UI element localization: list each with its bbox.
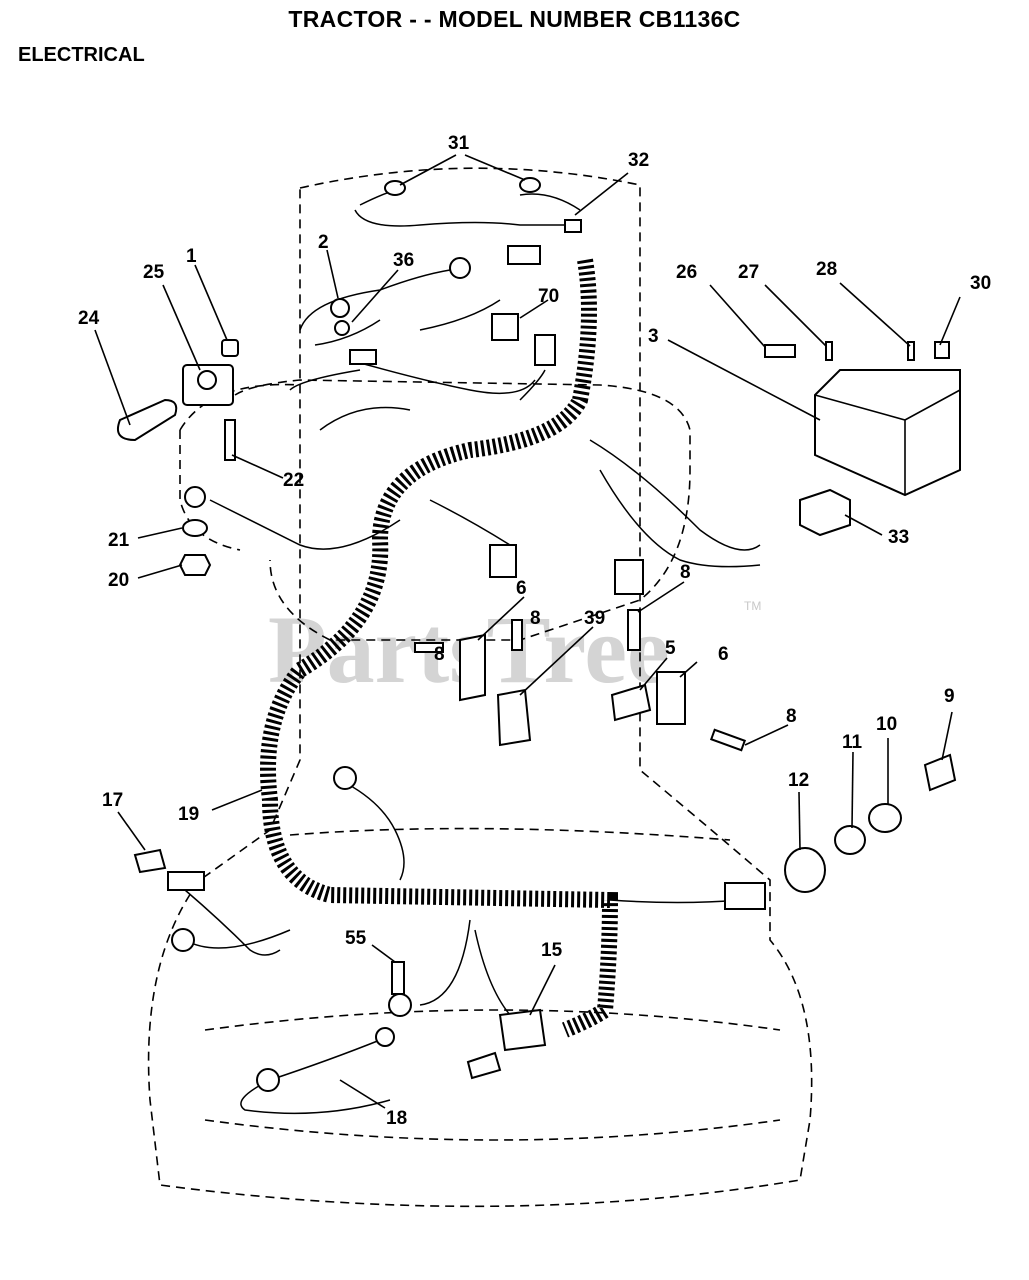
- callout-5: 5: [665, 638, 676, 659]
- fuse-holder: [167, 871, 205, 891]
- connector-12: [724, 882, 766, 910]
- battery-edges: [814, 389, 961, 495]
- callout-33: 33: [888, 527, 909, 548]
- ring-terminal-18b: [256, 1068, 280, 1092]
- nut-30: [934, 341, 950, 359]
- wiring: [184, 189, 761, 1115]
- terminal-ring-2: [330, 298, 350, 318]
- solenoid-terminal: [197, 370, 217, 390]
- tractor-outline: [147, 167, 813, 1208]
- bezel-10: [868, 803, 902, 833]
- callout-31: 31: [448, 133, 470, 154]
- terminal-ring-lower: [184, 486, 206, 508]
- harness-plug-32: [564, 219, 582, 233]
- callout-11: 11: [842, 732, 863, 753]
- callout-30: 30: [970, 273, 991, 294]
- callout-28: 28: [816, 259, 837, 280]
- bolt-8d: [709, 728, 747, 752]
- ring-terminal-55: [388, 993, 412, 1017]
- bolt-55: [391, 961, 405, 995]
- callout-6b: 6: [718, 644, 729, 665]
- ring-terminal-19: [333, 766, 357, 790]
- switch-33: [799, 488, 851, 537]
- washer-27: [825, 341, 833, 361]
- callout-2: 2: [318, 232, 329, 253]
- callout-21: 21: [108, 530, 130, 551]
- callout-8c: 8: [680, 562, 691, 583]
- bolt-8c: [627, 609, 641, 651]
- callout-10: 10: [876, 714, 897, 735]
- leader-lines: [94, 154, 961, 1109]
- callout-36: 36: [393, 250, 414, 271]
- parts: [116, 177, 961, 1092]
- watermark-tm: TM: [744, 599, 761, 613]
- callout-39: 39: [584, 608, 605, 629]
- callout-20: 20: [108, 570, 129, 591]
- key-9: [923, 753, 957, 792]
- callout-3: 3: [648, 326, 659, 347]
- callout-17: 17: [102, 790, 123, 811]
- bolt-22: [224, 419, 236, 461]
- terminal-ring-2b: [334, 320, 350, 336]
- nut-1: [221, 339, 239, 357]
- connector-15: [466, 1051, 502, 1080]
- callout-8b: 8: [530, 608, 541, 629]
- terminal-ring-36: [449, 257, 471, 279]
- fuse-17: [133, 848, 167, 874]
- nut-20: [178, 554, 212, 576]
- callouts: 31 32 2 36 70 25 1 24 26 27 28 30 3 22 2…: [78, 133, 991, 1129]
- bracket-39: [496, 688, 532, 747]
- callout-55: 55: [345, 928, 367, 949]
- bolt-26: [764, 344, 796, 358]
- lamp-bulb-right: [519, 177, 541, 193]
- callout-19: 19: [178, 804, 199, 825]
- harness-coil: [260, 258, 619, 1038]
- connector-center: [489, 544, 517, 578]
- connector-plug: [534, 334, 556, 366]
- callout-12: 12: [788, 770, 809, 791]
- callout-25: 25: [143, 262, 165, 283]
- callout-9: 9: [944, 686, 955, 707]
- ignition-switch-12: [784, 847, 826, 893]
- callout-22: 22: [283, 470, 304, 491]
- callout-1: 1: [186, 246, 197, 267]
- boot-24: [116, 398, 178, 442]
- washer-21: [182, 519, 208, 537]
- connector-left: [349, 349, 377, 365]
- callout-15: 15: [541, 940, 563, 961]
- bracket-small: [459, 633, 486, 702]
- bolt-8b: [511, 619, 523, 651]
- callout-27: 27: [738, 262, 759, 283]
- bracket-5: [610, 683, 652, 722]
- bolt-8a: [414, 642, 444, 653]
- connector-70: [491, 313, 519, 341]
- washer-28: [907, 341, 915, 361]
- section-title: ELECTRICAL: [18, 44, 145, 66]
- connector-right: [614, 559, 644, 595]
- callout-8d: 8: [786, 706, 797, 727]
- callout-18: 18: [386, 1108, 407, 1129]
- battery-3: [814, 369, 961, 497]
- callout-24: 24: [78, 308, 100, 329]
- callout-32: 32: [628, 150, 649, 171]
- diagram-title: TRACTOR - - MODEL NUMBER CB1136C: [288, 6, 741, 32]
- nut-11: [834, 825, 866, 855]
- connector-top: [507, 245, 541, 265]
- switch-6: [656, 671, 686, 725]
- callout-26: 26: [676, 262, 697, 283]
- callout-70: 70: [538, 286, 559, 307]
- ring-terminal-17: [171, 928, 195, 952]
- ring-terminal-18a: [375, 1027, 395, 1047]
- callout-6a: 6: [516, 578, 527, 599]
- interlock-switch-15: [498, 1008, 547, 1052]
- callout-8a: 8: [434, 644, 445, 665]
